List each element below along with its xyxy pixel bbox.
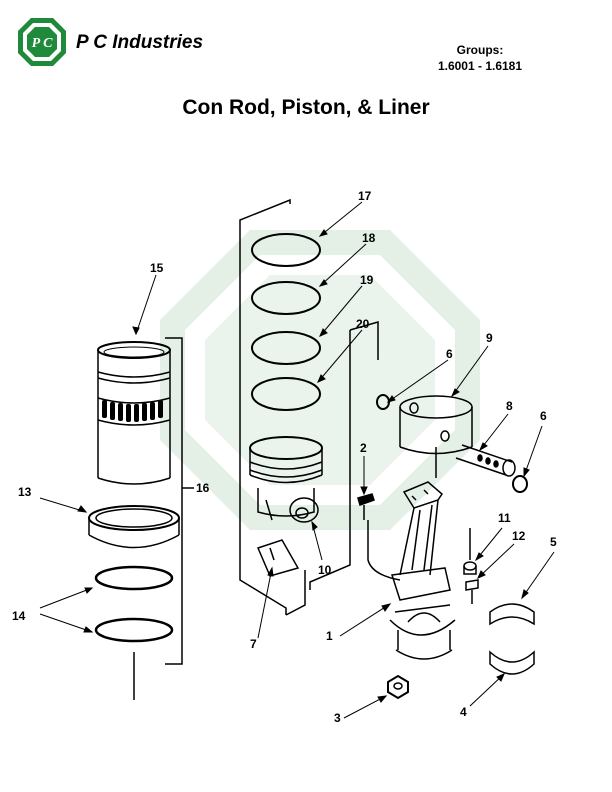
piston-pin-bushing-carrier — [399, 395, 473, 455]
callout-19: 19 — [360, 273, 374, 287]
brand-name: P C Industries — [76, 32, 204, 53]
groups-label: Groups: — [456, 43, 504, 57]
liner-insert-ring — [88, 505, 180, 549]
callout-4: 4 — [460, 705, 467, 719]
callout-10: 10 — [318, 563, 332, 577]
callout-leaders — [39, 201, 555, 719]
connecting-rod — [389, 481, 456, 660]
con-rod-cap-nut — [387, 674, 409, 700]
piston-assembly-outline — [239, 198, 379, 616]
callout-5: 5 — [550, 535, 557, 549]
callout-3: 3 — [334, 711, 341, 725]
liner-bracket — [133, 337, 194, 700]
callout-17: 17 — [358, 189, 372, 203]
callout-15: 15 — [150, 261, 164, 275]
con-rod-nut — [463, 561, 477, 575]
liner-seal-rings — [94, 565, 174, 643]
callout-7: 7 — [250, 637, 257, 651]
bearing-shell-upper — [489, 603, 535, 626]
con-rod-bushing-pin — [357, 493, 375, 520]
piston-cooling-nozzle — [256, 539, 300, 577]
groups-range: 1.6001 - 1.6181 — [437, 59, 523, 73]
dashed-alignment-lines — [367, 346, 471, 581]
callout-13: 13 — [18, 485, 32, 499]
callout-16: 16 — [196, 481, 210, 495]
callout-6-left: 6 — [446, 347, 453, 361]
piston — [249, 436, 323, 523]
callout-11: 11 — [498, 511, 511, 525]
callout-14: 14 — [12, 609, 26, 623]
callout-1: 1 — [326, 629, 333, 643]
groups-info: Groups: 1.6001 - 1.6181 — [410, 42, 550, 74]
pin-retainer-left — [376, 394, 390, 410]
piston-rings — [251, 233, 321, 411]
callout-2: 2 — [360, 441, 367, 455]
callout-20: 20 — [356, 317, 370, 331]
bearing-shell-lower — [489, 650, 535, 675]
pin-retainer-right — [512, 475, 528, 493]
svg-text:P C: P C — [32, 36, 54, 51]
con-rod-bolt — [465, 579, 479, 604]
callout-8: 8 — [506, 399, 513, 413]
cylinder-liner — [97, 341, 171, 485]
callout-6-right: 6 — [540, 409, 547, 423]
callout-9: 9 — [486, 331, 493, 345]
callout-12: 12 — [512, 529, 526, 543]
piston-pin — [455, 444, 516, 477]
page-title: Con Rod, Piston, & Liner — [182, 96, 430, 119]
callout-18: 18 — [362, 231, 376, 245]
pc-industries-logo: P C — [18, 18, 66, 66]
